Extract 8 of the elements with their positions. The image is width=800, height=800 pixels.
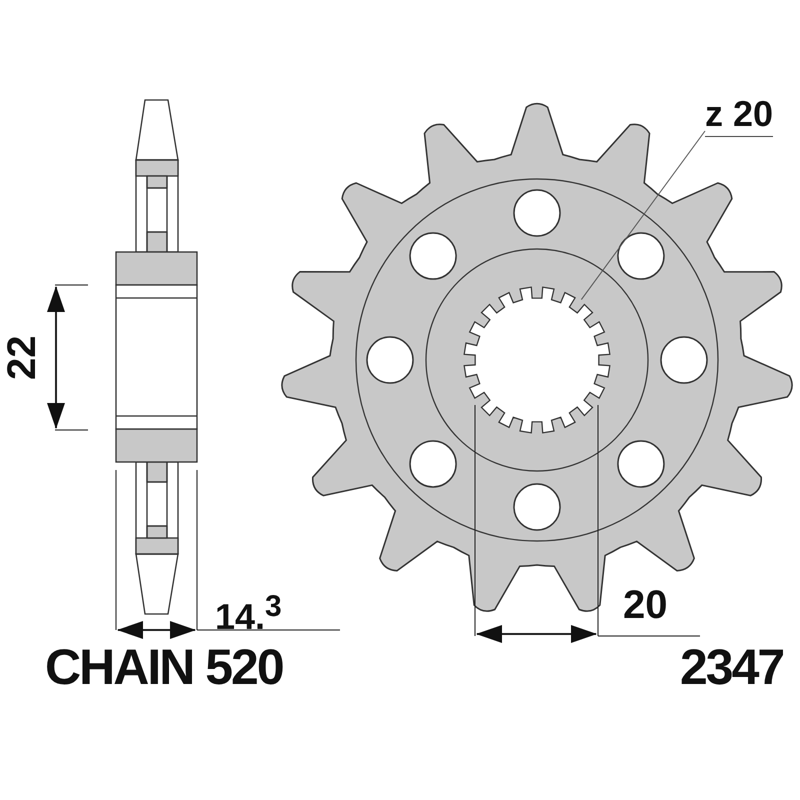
callout-label: z 20 [705,96,774,137]
dimension-label: CHAIN 520 [45,642,283,692]
dimension-label: 20 [623,585,668,625]
dimension-label: 14.$^{3}$ [215,592,282,635]
dimension-label: 22 [2,336,42,380]
leader-line [580,130,706,300]
dimension-label: 2347 [680,642,784,692]
splined-bore [462,285,612,435]
